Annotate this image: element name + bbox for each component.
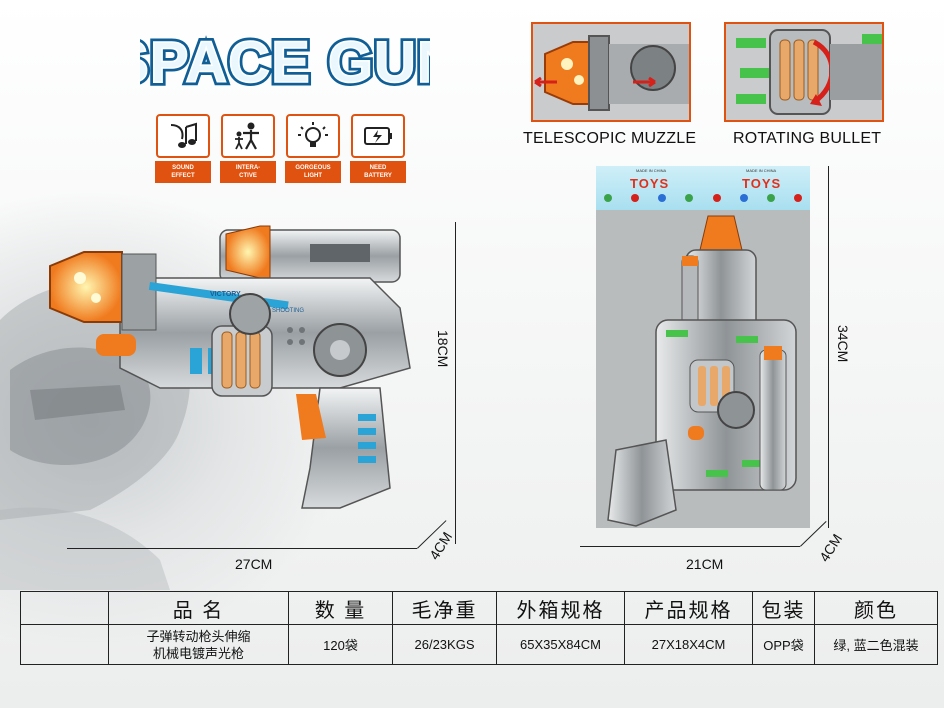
table-cell-watermark xyxy=(20,624,109,665)
rotating-bullet-image xyxy=(726,24,882,120)
feature-interactive: INTERA- CTIVE xyxy=(220,114,276,184)
table-header-cell: 外箱规格 xyxy=(496,591,625,625)
package-dimension-line-width xyxy=(580,546,800,547)
table-header-blank xyxy=(20,591,109,625)
table-cell-name: 子弹转动枪头伸缩 机械电镀声光枪 xyxy=(108,624,289,665)
victory-text: VICTORY xyxy=(210,291,241,298)
spec-table: 品 名 数 量 毛净重 外箱规格 产品规格 包装 颜色 子弹转动枪头伸缩 机械电… xyxy=(20,591,938,665)
package-width-label: 21CM xyxy=(686,556,724,572)
product-height-label: 18CM xyxy=(435,330,451,368)
rotating-bullet-label: ROTATING BULLET xyxy=(733,130,882,147)
table-cell-weight: 26/23KGS xyxy=(392,624,497,665)
page-title: SPACE GUN SPACE GUN xyxy=(140,27,430,99)
music-note-icon xyxy=(156,114,210,158)
table-header-cell: 包装 xyxy=(752,591,815,625)
name-line: 子弹转动枪头伸缩 xyxy=(146,628,251,644)
feature-sound: SOUND EFFECT xyxy=(155,114,211,184)
feature-label: NEED BATTERY xyxy=(350,161,406,183)
telescopic-muzzle-image xyxy=(533,24,689,120)
dimension-line-width xyxy=(67,548,417,549)
toys-logo: TOYS xyxy=(742,176,782,191)
feature-light: GORGEOUS LIGHT xyxy=(285,114,341,184)
table-header-cell: 数 量 xyxy=(288,591,393,625)
table-header-cell: 品 名 xyxy=(108,591,289,625)
table-cell-product-size: 27X18X4CM xyxy=(624,624,753,665)
table-header-row: 品 名 数 量 毛净重 外箱规格 产品规格 包装 颜色 xyxy=(20,591,938,625)
package-height-label: 34CM xyxy=(835,325,851,363)
battery-icon xyxy=(351,114,405,158)
table-cell-carton: 65X35X84CM xyxy=(496,624,625,665)
figures-icon xyxy=(221,114,275,158)
feature-label: SOUND EFFECT xyxy=(155,161,211,183)
telescopic-muzzle-label: TELESCOPIC MUZZLE xyxy=(523,130,697,147)
feature-label: GORGEOUS LIGHT xyxy=(285,161,341,183)
made-in-china-text: MADE IN CHINA xyxy=(636,168,667,173)
title-text-fill: SPACE GUN xyxy=(140,30,430,95)
package-dimension-line-height xyxy=(828,166,829,528)
detail-telescopic-muzzle xyxy=(531,22,691,122)
product-width-label: 27CM xyxy=(235,556,273,572)
table-cell-packing: OPP袋 xyxy=(752,624,815,665)
package-symbols xyxy=(604,194,802,204)
table-cell-quantity: 120袋 xyxy=(288,624,393,665)
packaged-gun-image xyxy=(607,215,797,527)
made-in-china-text: MADE IN CHINA xyxy=(746,168,777,173)
light-bulb-icon xyxy=(286,114,340,158)
table-header-cell: 产品规格 xyxy=(624,591,753,625)
shooting-text: SHOOTING xyxy=(272,308,304,314)
title-text: SPACE GUN xyxy=(140,30,430,95)
table-header-cell: 毛净重 xyxy=(392,591,497,625)
product-gun-image: VICTORY SHOOTING xyxy=(49,225,411,509)
table-row: 子弹转动枪头伸缩 机械电镀声光枪 120袋 26/23KGS 65X35X84C… xyxy=(20,624,938,665)
name-line: 机械电镀声光枪 xyxy=(152,645,244,661)
feature-label: INTERA- CTIVE xyxy=(220,161,276,183)
feature-battery: NEED BATTERY xyxy=(350,114,406,184)
table-header-cell: 颜色 xyxy=(814,591,938,625)
toys-logo: TOYS xyxy=(630,176,670,191)
package-image: TOYS TOYS MADE IN CHINA MADE IN CHINA xyxy=(596,166,810,528)
dimension-line-height xyxy=(455,222,456,544)
detail-rotating-bullet xyxy=(724,22,884,122)
package-header: TOYS TOYS MADE IN CHINA MADE IN CHINA xyxy=(596,166,810,210)
table-cell-color: 绿, 蓝二色混装 xyxy=(814,624,938,665)
